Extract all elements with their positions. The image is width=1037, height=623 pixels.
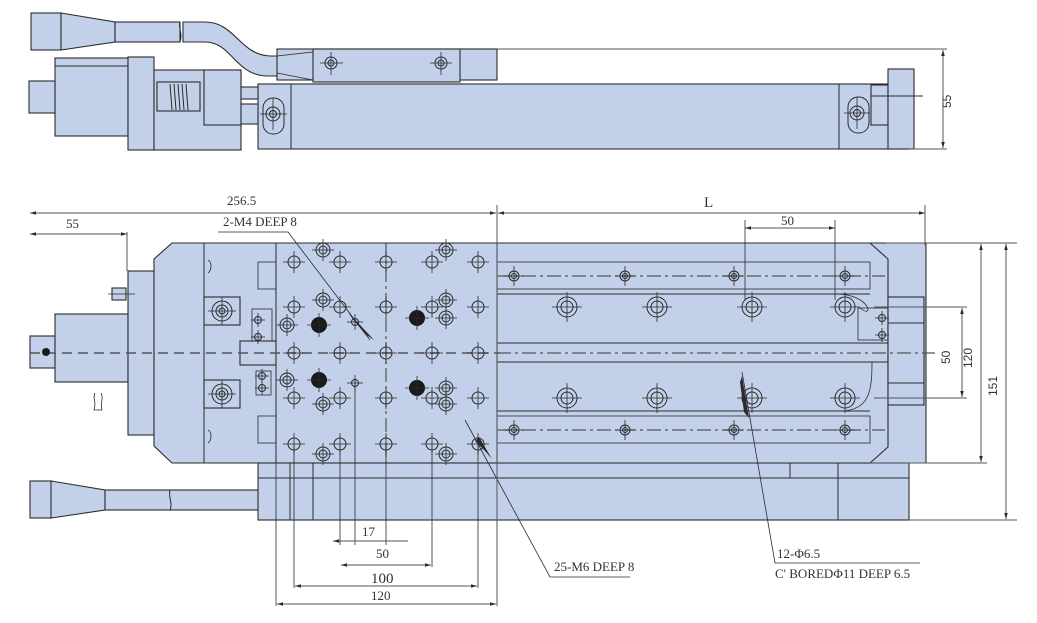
dim-rail-width: 120 <box>961 348 975 368</box>
dim-pitch-17: 17 <box>362 524 376 539</box>
dim-hole-pitch-top: 50 <box>781 213 794 228</box>
cbore-hole <box>830 292 860 322</box>
small-bored-hole <box>312 393 334 415</box>
top-motor <box>54 313 129 383</box>
cbore-hole <box>642 292 672 322</box>
top-view: 256.5 2-M4 DEEP 8 55 L 50 50 120 151 17 … <box>29 193 1017 606</box>
m6-hole <box>421 296 443 318</box>
bored-hole <box>208 380 236 408</box>
m6-hole <box>329 251 351 273</box>
cbore-hole <box>642 383 672 413</box>
dim-motor-offset: 55 <box>66 216 79 231</box>
m6-hole <box>421 342 443 364</box>
m6-hole <box>375 296 397 318</box>
leader-m4 <box>218 231 371 341</box>
m6-hole <box>467 296 489 318</box>
small-bored-hole <box>312 289 334 311</box>
m4-hole <box>347 314 363 330</box>
side-screw <box>430 52 452 75</box>
cbore-hole <box>737 383 767 413</box>
small-bored-hole <box>435 393 457 415</box>
m6-hole <box>375 387 397 409</box>
callout-m6-holes: 25-M6 DEEP 8 <box>554 559 634 574</box>
dim-pitch-50: 50 <box>376 546 389 561</box>
dim-pitch-100: 100 <box>371 571 394 587</box>
side-body <box>257 83 910 150</box>
motor-shaft-icon <box>42 348 50 356</box>
callout-m4-holes: 2-M4 DEEP 8 <box>223 214 297 229</box>
m6-hole <box>329 342 351 364</box>
side-view: 55 <box>28 12 954 151</box>
side-motor <box>54 57 129 137</box>
tiny-hole <box>251 330 265 344</box>
callout-bored-holes-1: 12-Φ6.5 <box>777 546 820 561</box>
m6-hole <box>467 251 489 273</box>
tiny-hole <box>875 311 889 325</box>
slot-hole <box>835 420 855 440</box>
cbore-hole <box>552 292 582 322</box>
slot-hole <box>835 266 855 286</box>
m6-hole <box>283 296 305 318</box>
slot-hole <box>615 266 635 286</box>
side-endcap <box>887 68 915 150</box>
slot-hole <box>504 266 524 286</box>
cbore-hole <box>552 383 582 413</box>
side-slot-right <box>844 96 870 134</box>
side-cable <box>30 12 279 77</box>
tiny-hole <box>255 381 269 395</box>
m6-hole <box>421 387 443 409</box>
small-bored-hole <box>276 314 298 336</box>
callout-bored-holes-2: C' BOREDΦ11 DEEP 6.5 <box>775 566 910 581</box>
m6-hole <box>283 342 305 364</box>
small-bored-hole <box>435 443 457 465</box>
slot-hole <box>724 266 744 286</box>
cbore-hole <box>830 383 860 413</box>
m6-hole <box>375 342 397 364</box>
dim-center-width: 50 <box>939 350 953 364</box>
slot-hole <box>504 420 524 440</box>
m6-hole <box>283 387 305 409</box>
tiny-hole <box>251 313 265 327</box>
small-bored-hole <box>276 369 298 391</box>
tiny-hole <box>875 328 889 342</box>
leader-bored <box>741 371 920 564</box>
small-bored-hole <box>312 239 334 261</box>
bored-hole <box>208 297 236 325</box>
slot-hole <box>615 420 635 440</box>
m6-hole <box>283 251 305 273</box>
side-slot-left <box>260 97 287 135</box>
small-bored-hole <box>312 443 334 465</box>
top-base <box>257 462 910 521</box>
dim-table-120: 120 <box>371 588 391 603</box>
dim-side-height: 55 <box>940 94 954 108</box>
mounting-holes <box>251 239 889 465</box>
tiny-hole <box>255 369 269 383</box>
dim-total-width: 151 <box>986 376 1000 396</box>
small-bored-hole <box>435 239 457 261</box>
slot-hole <box>724 420 744 440</box>
m6-hole <box>467 387 489 409</box>
dim-stroke-length: L <box>704 195 713 211</box>
m6-hole <box>329 387 351 409</box>
cbore-hole <box>737 292 767 322</box>
m6-hole <box>421 251 443 273</box>
side-screw <box>320 52 343 75</box>
m6-hole <box>467 342 489 364</box>
small-bored-hole <box>435 307 457 329</box>
m6-hole <box>375 251 397 273</box>
dim-overall-left: 256.5 <box>227 193 256 208</box>
leader-m6 <box>464 419 630 578</box>
